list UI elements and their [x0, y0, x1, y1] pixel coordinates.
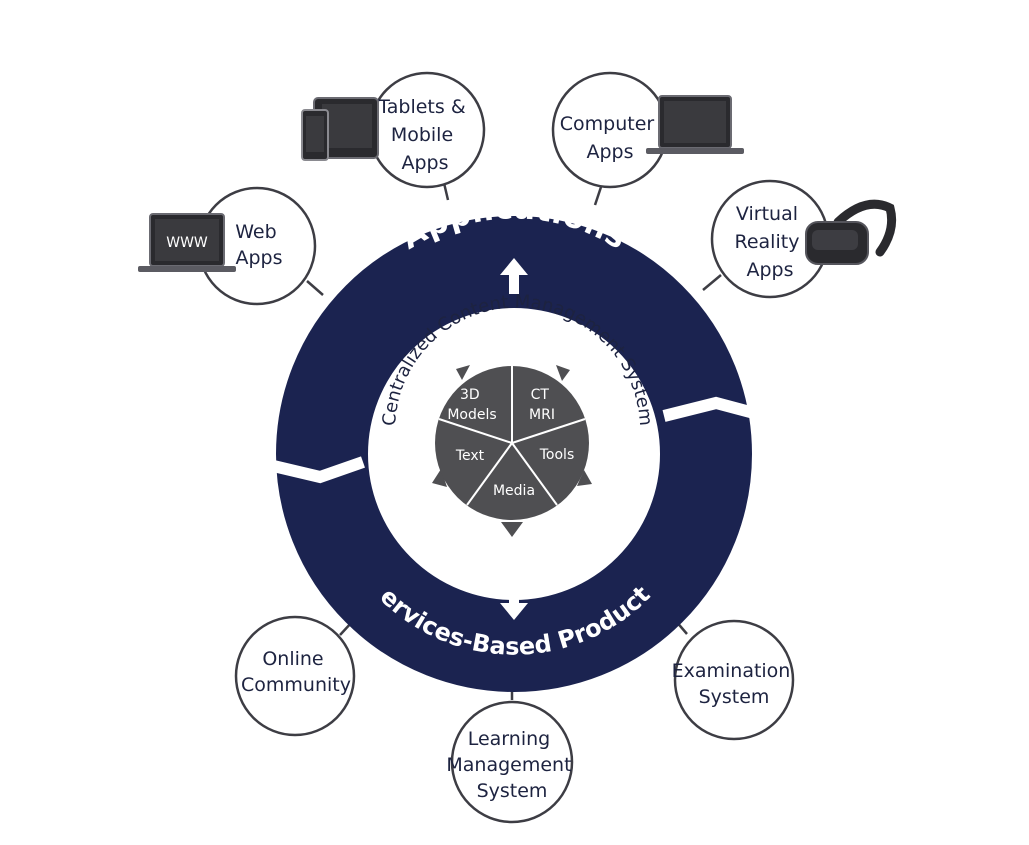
ring-divider — [263, 456, 365, 484]
svg-text:Tablets & Mobile A: Tablets & Mobile Apps — [377, 96, 471, 174]
laptop-www-icon: WWW — [138, 213, 236, 272]
svg-text:Web Apps: Web Apps — [235, 221, 282, 269]
node-learning-management-system: Learning Management System — [446, 700, 577, 824]
segment-tools: Tools — [539, 447, 575, 463]
connector-tablets — [442, 182, 450, 201]
vr-headset-icon — [805, 199, 897, 265]
connector-computer — [593, 186, 603, 206]
node-vr-apps: Virtual Reality Apps — [710, 179, 830, 299]
svg-text:WWW: WWW — [166, 235, 208, 251]
segment-ct-mri: CT MRI — [529, 387, 555, 423]
ring-divider — [662, 396, 767, 422]
svg-text:Examination System: Examination System — [672, 660, 797, 708]
segment-3d-models: 3D Models — [447, 387, 496, 423]
arrow-up-icon — [500, 258, 528, 294]
pie-arrow-top-left — [456, 365, 470, 380]
node-tablets-mobile-apps: Tablets & Mobile Apps — [368, 71, 486, 189]
pie-arrow-top-right — [556, 365, 570, 381]
segment-text: Text — [455, 448, 485, 464]
svg-text:Online Community: Online Community — [241, 648, 351, 696]
content-pie: 3D Models CT MRI Tools Media Text — [432, 365, 592, 537]
connector-vr — [702, 274, 722, 291]
arrow-down-icon — [500, 585, 528, 620]
svg-text:Virtual Reality Ap: Virtual Reality Apps — [735, 203, 806, 281]
pie-arrow-left — [432, 469, 447, 487]
tablet-phone-icon — [301, 97, 379, 161]
svg-text:Learning Management: Learning Management System — [446, 728, 577, 802]
segment-media: Media — [493, 483, 535, 499]
pie-arrow-right — [577, 470, 592, 486]
node-online-community: Online Community — [234, 615, 356, 737]
node-computer-apps: Computer Apps — [551, 71, 669, 189]
connector-web — [306, 280, 324, 296]
svg-text:Computer Apps: Computer Apps — [560, 113, 661, 163]
node-examination-system: Examination System — [672, 619, 797, 741]
laptop-icon — [646, 95, 744, 154]
pie-arrow-bottom — [501, 522, 523, 537]
